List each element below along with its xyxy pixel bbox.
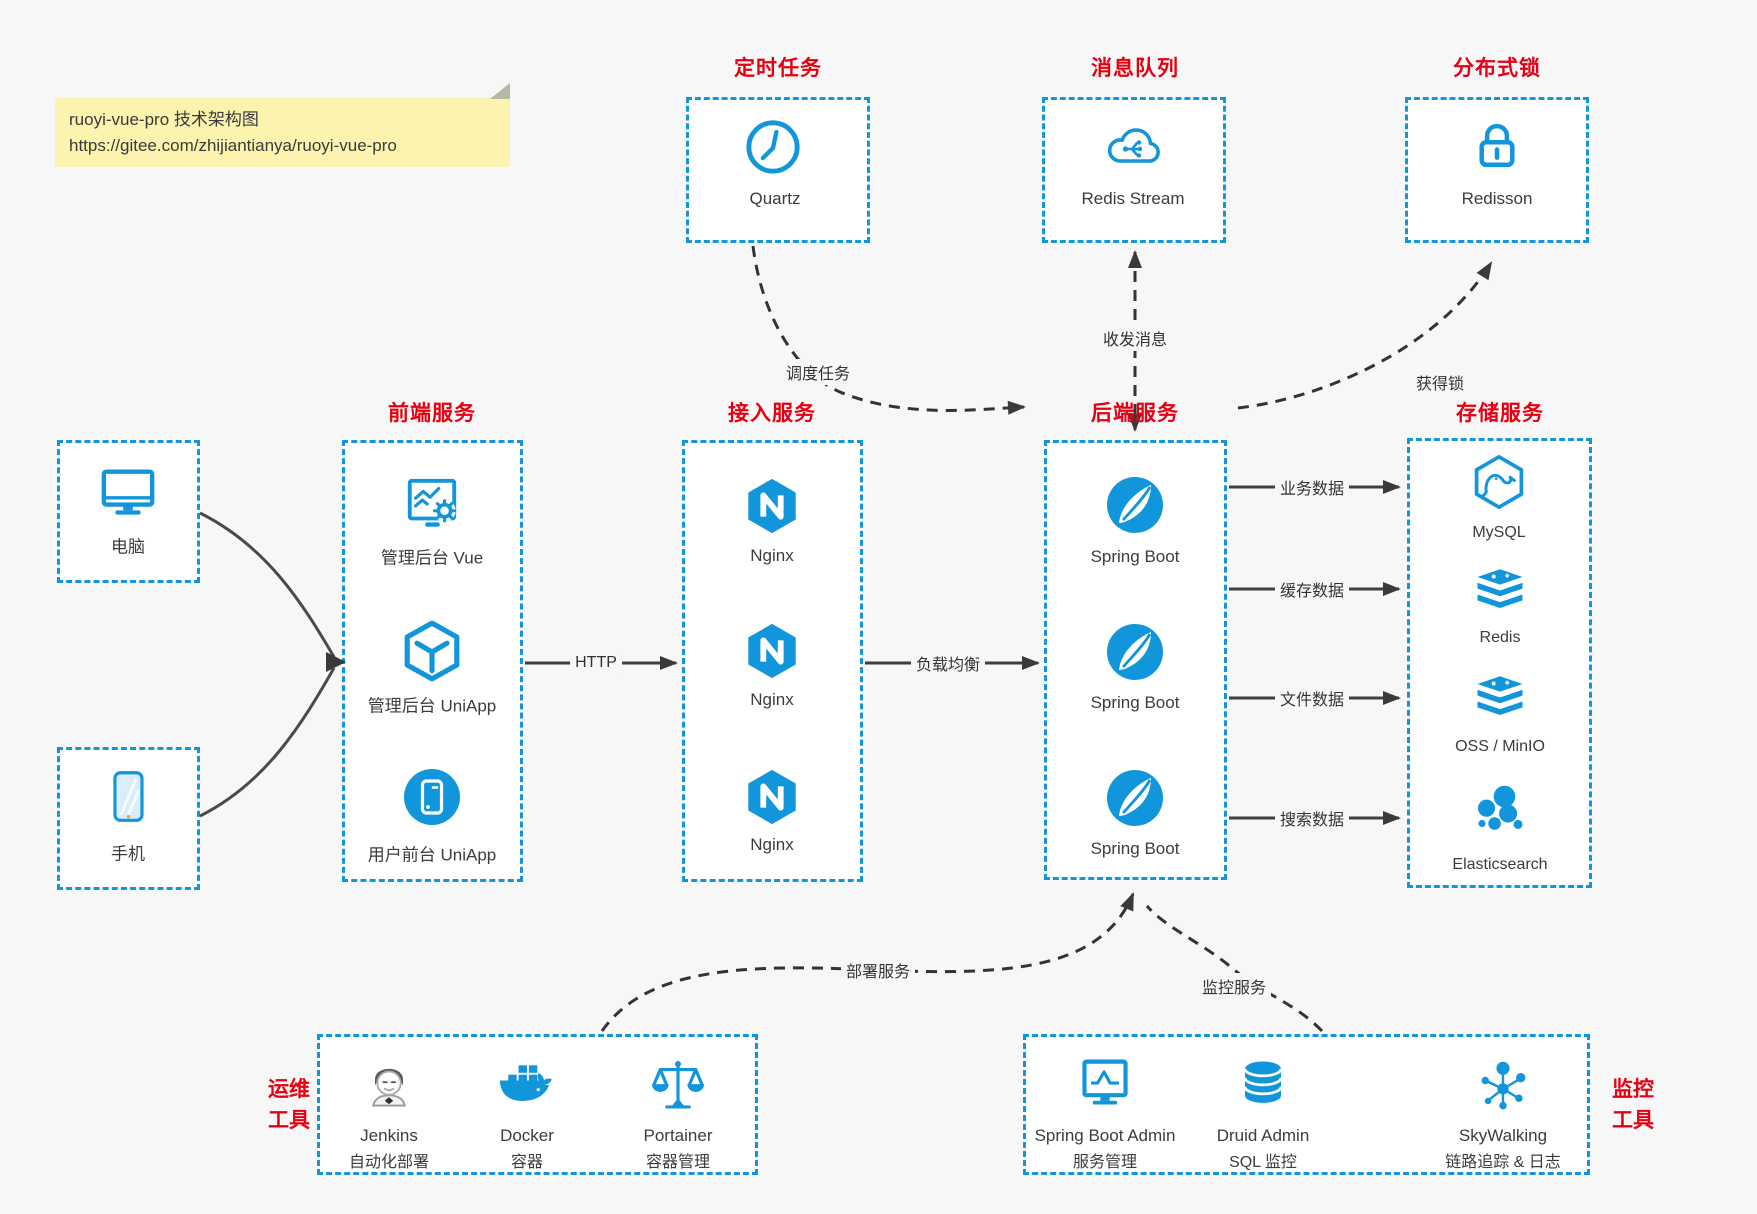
docker-label: Docker: [500, 1126, 554, 1145]
jenkins-label: Jenkins: [360, 1126, 418, 1145]
column-title-gateway: 接入服务: [728, 402, 816, 425]
redis-stream-box: [1042, 97, 1226, 243]
nginx-icon: [743, 477, 801, 535]
portainer-icon: [649, 1057, 707, 1113]
group-title-scheduled-jobs: 定时任务: [734, 57, 822, 80]
business-data-label: 业务数据: [1274, 474, 1350, 500]
spring-boot-label: Spring Boot: [1090, 547, 1180, 566]
mobile-label: 手机: [111, 844, 145, 864]
note-fold-corner: [490, 83, 510, 99]
phone-icon: [100, 768, 156, 826]
monitor-tools-box: [1023, 1034, 1590, 1175]
druid-admin-sublabel: SQL 监控: [1229, 1154, 1297, 1171]
admin-vue-icon: [401, 475, 463, 533]
cloud-stream-icon: [1101, 117, 1165, 175]
group-title-ops-tools: 运维 工具: [268, 1078, 310, 1132]
load-balance-label: 负载均衡: [910, 650, 986, 676]
elasticsearch-icon: [1473, 783, 1527, 837]
cache-data-label: 缓存数据: [1274, 576, 1350, 602]
redis-stack-icon: [1473, 674, 1527, 720]
skywalking-icon: [1475, 1059, 1531, 1115]
note-title: ruoyi-vue-pro 技术架构图: [69, 110, 259, 129]
druid-icon: [1236, 1056, 1290, 1112]
spring-boot-admin-label: Spring Boot Admin: [1034, 1126, 1176, 1145]
column-title-backend: 后端服务: [1091, 402, 1179, 425]
monitor-service-label: 监控服务: [1196, 973, 1272, 999]
druid-admin-label: Druid Admin: [1216, 1126, 1310, 1145]
note-url: https://gitee.com/zhijiantianya/ruoyi-vu…: [69, 136, 397, 155]
spring-icon: [1105, 475, 1165, 535]
redisson-box: [1405, 97, 1589, 243]
redis-stream-label: Redis Stream: [1081, 189, 1185, 208]
nginx-icon: [743, 622, 801, 680]
redisson-label: Redisson: [1461, 189, 1533, 208]
spring-icon: [1105, 622, 1165, 682]
user-uniapp-label: 用户前台 UniApp: [367, 845, 497, 865]
lock-icon: [1470, 117, 1524, 173]
uniapp-cube-icon: [401, 620, 463, 682]
portainer-label: Portainer: [643, 1126, 713, 1145]
computer-label: 电脑: [111, 537, 145, 557]
group-title-message-queue: 消息队列: [1091, 57, 1179, 80]
oss-minio-label: OSS / MinIO: [1455, 738, 1545, 755]
admin-uniapp-label: 管理后台 UniApp: [367, 696, 497, 716]
nginx-label: Nginx: [750, 835, 794, 854]
mysql-label: MySQL: [1472, 524, 1526, 541]
get-lock-label: 获得锁: [1410, 369, 1470, 395]
nginx-label: Nginx: [750, 690, 794, 709]
admin-vue-label: 管理后台 Vue: [380, 548, 484, 568]
jenkins-sublabel: 自动化部署: [348, 1154, 430, 1171]
phone-to-frontend-line: [199, 667, 336, 818]
column-title-frontend: 前端服务: [388, 402, 476, 425]
http-label: HTTP: [570, 653, 622, 673]
redis-stack-icon: [1473, 567, 1527, 613]
mysql-icon: [1471, 454, 1527, 510]
group-title-monitor-tools: 监控 工具: [1612, 1078, 1654, 1132]
spring-icon: [1105, 768, 1165, 828]
user-app-icon: [402, 767, 462, 827]
schedule-task-label: 调度任务: [780, 359, 856, 385]
desktop-icon: [98, 462, 158, 520]
portainer-sublabel: 容器管理: [645, 1154, 711, 1171]
redis-label: Redis: [1479, 629, 1521, 646]
column-title-storage: 存储服务: [1456, 402, 1544, 425]
docker-icon: [497, 1058, 557, 1112]
spring-boot-admin-icon: [1076, 1056, 1134, 1112]
spring-boot-admin-sublabel: 服务管理: [1072, 1154, 1138, 1171]
deploy-service-label: 部署服务: [840, 957, 916, 983]
group-title-distributed-lock: 分布式锁: [1453, 57, 1541, 80]
spring-boot-label: Spring Boot: [1090, 839, 1180, 858]
jenkins-icon: [361, 1056, 417, 1114]
search-data-label: 搜索数据: [1274, 805, 1350, 831]
elasticsearch-label: Elasticsearch: [1452, 856, 1548, 873]
spring-boot-label: Spring Boot: [1090, 693, 1180, 712]
nginx-icon: [743, 768, 801, 826]
schedule-task-curve: [751, 245, 1026, 415]
file-data-label: 文件数据: [1274, 685, 1350, 711]
clock-icon: [744, 118, 802, 176]
monitor-service-curve: [1145, 905, 1324, 1033]
nginx-label: Nginx: [750, 546, 794, 565]
sticky-note: ruoyi-vue-pro 技术架构图 https://gitee.com/zh…: [55, 83, 510, 167]
skywalking-sublabel: 链路追踪 & 日志: [1445, 1154, 1561, 1171]
docker-sublabel: 容器: [510, 1154, 544, 1171]
quartz-label: Quartz: [749, 189, 801, 208]
computer-to-frontend-line: [199, 511, 336, 658]
message-label: 收发消息: [1097, 325, 1173, 351]
skywalking-label: SkyWalking: [1458, 1126, 1548, 1145]
